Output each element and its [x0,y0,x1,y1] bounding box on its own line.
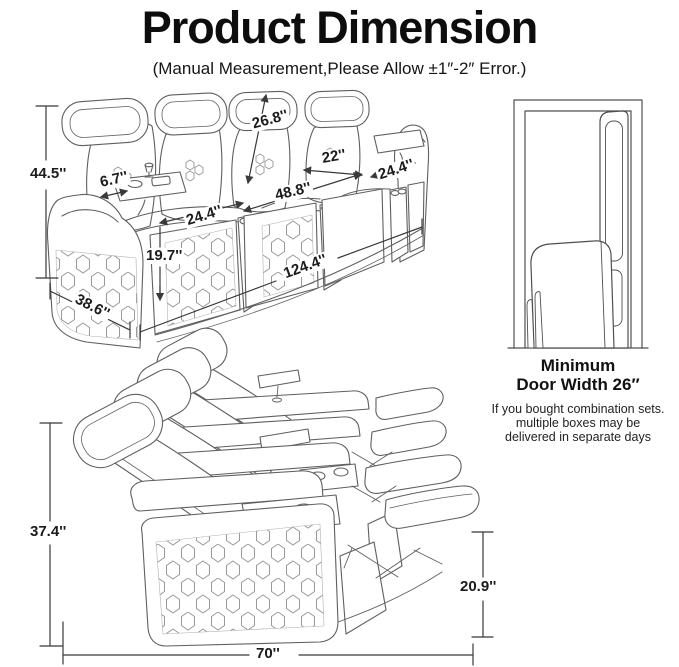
recline-linkage [343,544,443,579]
footrest [370,420,447,456]
footrest [375,387,444,420]
door-frame-outer [513,99,643,349]
dim-label-overall-height: 44.5'' [28,165,69,182]
side-view-dimension-lines [39,422,494,666]
door-caption-line2: Door Width 26″ [516,375,640,394]
dim-line-footrest-floor [471,531,494,638]
door-caption-line1: Minimum [540,356,616,375]
dim-line-overall-width [139,218,423,341]
dim-line-overall-height [35,105,59,279]
dim-line-reclined-height [39,422,63,647]
dim-label-reclined-height: 37.4'' [28,523,69,540]
side-tray [257,369,301,389]
door-note-line2: multiple boxes may be [515,416,641,430]
dim-label-seat-front-height: 19.7'' [144,247,185,264]
door-note: If you bought combination sets. multiple… [485,402,671,444]
footrest [364,454,462,494]
side-seat-1 [72,393,480,647]
dim-line-backrest-height [245,93,269,185]
door-caption: Minimum Door Width 26″ If you bought com… [485,356,671,444]
left-tray [112,162,187,216]
page-subtitle: (Manual Measurement,Please Allow ±1″-2″ … [152,59,527,78]
dim-label-reclined-depth: 70'' [254,645,282,662]
door-drawing [507,99,649,349]
dim-line-reclined-depth [62,621,474,666]
footrest [384,485,480,529]
door-note-line1: If you bought combination sets. [491,402,665,416]
dim-line-arm-top [99,188,129,200]
dim-label-footrest-floor: 20.9'' [458,578,499,595]
wine-glass [144,162,154,178]
door-note-line3: delivered in separate days [505,430,651,444]
side-tray [259,428,311,452]
package-box [530,240,615,349]
left-arm [46,193,144,349]
door-frame-inner [524,110,632,349]
page-title: Product Dimension [141,2,539,53]
side-view-sofa-drawing [72,327,480,647]
